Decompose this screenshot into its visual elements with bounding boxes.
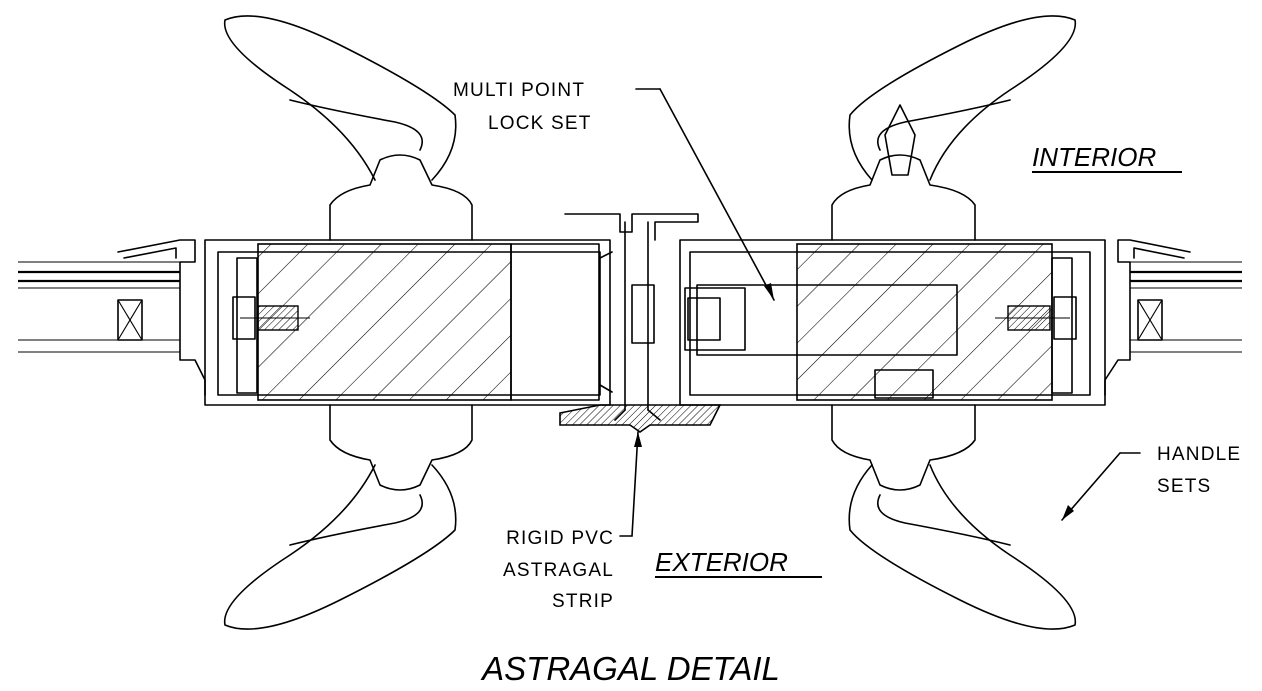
- left-door-stile: [204, 239, 611, 406]
- callout-text-line: MULTI POINT: [453, 80, 585, 101]
- callout-text-line: LOCK SET: [488, 113, 592, 134]
- callout-handle-sets: HANDLE SETS: [1157, 444, 1241, 497]
- callout-text-line: STRIP: [552, 591, 614, 612]
- right-glazing-unit: [1104, 239, 1242, 396]
- interior-label: INTERIOR: [1032, 142, 1156, 172]
- leader-astragal-strip: [619, 431, 642, 537]
- right-door-stile: [679, 239, 1106, 406]
- callout-text-line: RIGID PVC: [506, 528, 614, 549]
- left-glazing-unit: [18, 239, 206, 396]
- exterior-label: EXTERIOR: [655, 547, 788, 577]
- callout-multi-point-lock-set: MULTI POINT LOCK SET: [453, 80, 592, 134]
- callout-text-line: HANDLE: [1157, 444, 1241, 465]
- astragal-profile: [559, 213, 722, 433]
- right-bottom-handle: [831, 404, 1077, 630]
- left-bottom-handle: [223, 404, 473, 630]
- left-top-handle: [223, 15, 473, 241]
- leader-handle-sets: [1061, 452, 1141, 521]
- callout-text-line: SETS: [1157, 476, 1211, 497]
- callout-text-line: ASTRAGAL: [503, 560, 614, 581]
- drawing-title: ASTRAGAL DETAIL: [480, 650, 780, 687]
- leader-multi-point-lock: [635, 88, 775, 301]
- right-top-handle: [831, 15, 1077, 241]
- callout-rigid-pvc-astragal-strip: RIGID PVC ASTRAGAL STRIP: [503, 528, 614, 612]
